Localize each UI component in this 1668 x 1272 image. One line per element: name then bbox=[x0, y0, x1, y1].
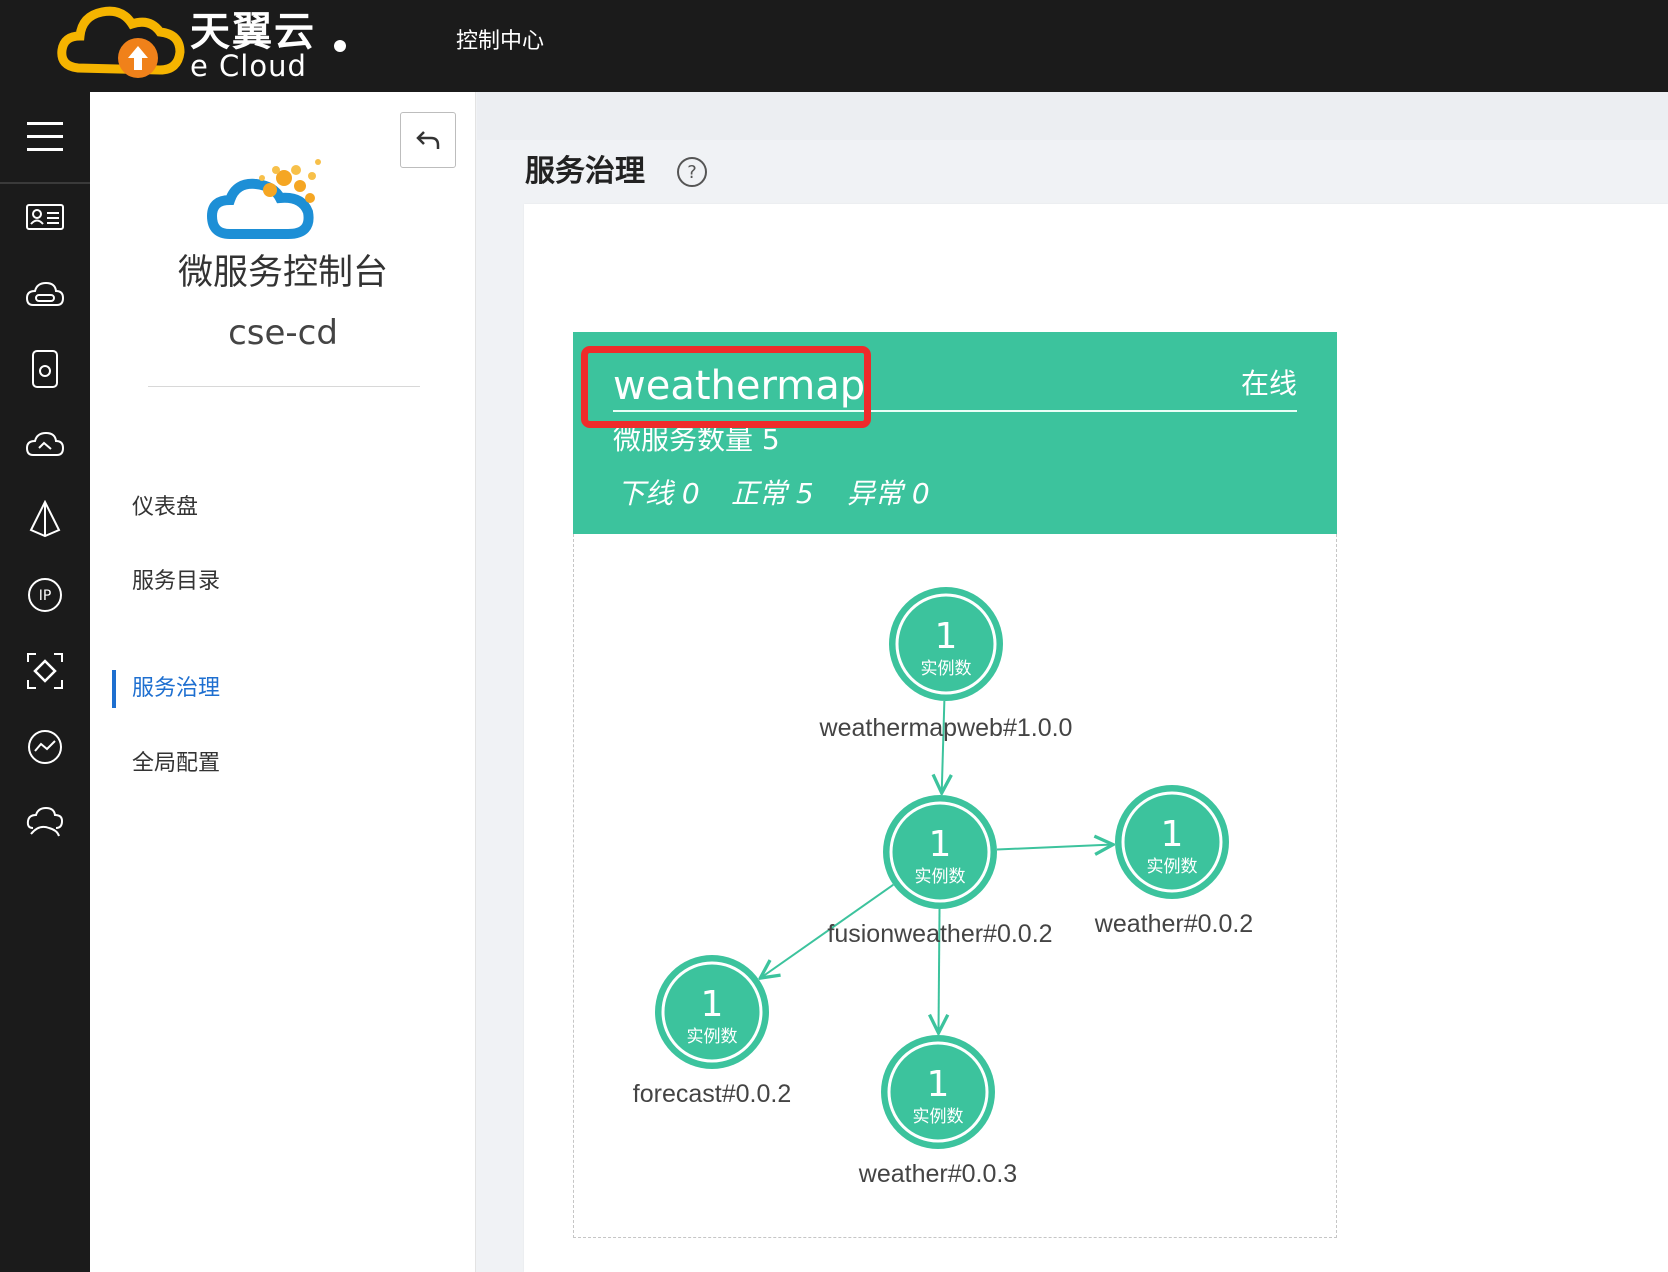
service-name-label: weather#0.0.2 bbox=[1094, 910, 1253, 938]
instance-count-label: 实例数 bbox=[915, 867, 966, 887]
back-button[interactable] bbox=[400, 112, 456, 168]
cloud-server-icon[interactable] bbox=[18, 267, 72, 321]
menu-button[interactable] bbox=[0, 92, 90, 184]
brand-dot bbox=[334, 40, 346, 52]
nav-item-global-config[interactable]: 全局配置 bbox=[132, 751, 221, 776]
instance-count-label: 实例数 bbox=[921, 659, 972, 679]
cloud-backup-icon[interactable] bbox=[18, 417, 72, 471]
node-circle bbox=[889, 587, 1003, 701]
instance-count: 1 bbox=[701, 984, 724, 1025]
storage-icon[interactable] bbox=[18, 342, 72, 396]
network-icon[interactable] bbox=[18, 492, 72, 546]
service-name-label: fusionweather#0.0.2 bbox=[827, 920, 1052, 948]
instance-count: 1 bbox=[935, 616, 958, 657]
microservice-count: 微服务数量 5 bbox=[613, 423, 780, 456]
monitor-icon[interactable] bbox=[18, 720, 72, 774]
service-name-label: weather#0.0.3 bbox=[858, 1160, 1017, 1188]
help-icon[interactable]: ? bbox=[676, 156, 708, 188]
brand-name: 天翼云 bbox=[190, 9, 316, 55]
service-name-label: weathermapweb#1.0.0 bbox=[819, 714, 1073, 742]
menu-icon bbox=[27, 122, 63, 151]
page-title: 服务治理 bbox=[525, 154, 645, 189]
console-link[interactable]: 控制中心 bbox=[456, 29, 545, 54]
topology-svg: 1实例数weathermapweb#1.0.01实例数fusionweather… bbox=[633, 587, 1253, 1188]
cloud-hand-icon[interactable] bbox=[18, 796, 72, 850]
node-ring bbox=[1121, 791, 1223, 893]
node-circle bbox=[881, 1035, 995, 1149]
return-arrow-icon bbox=[416, 131, 440, 149]
instance-count: 1 bbox=[927, 1064, 950, 1105]
edge-weathermapweb-fusionweather bbox=[942, 700, 945, 793]
header-underline bbox=[613, 410, 1297, 412]
active-indicator bbox=[112, 670, 116, 708]
instance-count: 1 bbox=[1161, 814, 1184, 855]
service-name-label: forecast#0.0.2 bbox=[633, 1080, 791, 1108]
edge-fusionweather-weather003 bbox=[938, 908, 939, 1033]
node-ring bbox=[661, 961, 763, 1063]
nav-item-dashboard[interactable]: 仪表盘 bbox=[132, 495, 199, 520]
instance-count-label: 实例数 bbox=[687, 1027, 738, 1047]
ecloud-logo-icon[interactable] bbox=[56, 2, 186, 86]
nav-item-service-catalog[interactable]: 服务目录 bbox=[132, 569, 221, 594]
node-ring bbox=[895, 593, 997, 695]
svg-text:?: ? bbox=[687, 162, 697, 183]
edge-fusionweather-weather002 bbox=[996, 845, 1113, 850]
stat-offline: 下线 0 bbox=[617, 477, 700, 510]
node-circle bbox=[655, 955, 769, 1069]
sidebar-panel: 微服务控制台 cse-cd 仪表盘 服务目录 服务治理 全局配置 bbox=[90, 92, 476, 1272]
tenant-name: cse-cd bbox=[228, 313, 338, 353]
stat-abnormal: 异常 0 bbox=[847, 477, 930, 510]
id-card-icon[interactable] bbox=[18, 190, 72, 244]
icon-rail: IP bbox=[0, 92, 90, 1272]
divider bbox=[148, 386, 420, 387]
instance-count-label: 实例数 bbox=[1147, 857, 1198, 877]
ip-icon[interactable]: IP bbox=[18, 568, 72, 622]
node-circle bbox=[883, 795, 997, 909]
application-header: weathermap 在线 微服务数量 5 下线 0 正常 5 异常 0 bbox=[573, 332, 1337, 534]
console-title: 微服务控制台 bbox=[177, 253, 388, 293]
svg-text:IP: IP bbox=[39, 588, 52, 604]
brand-name-en: e Cloud bbox=[190, 49, 307, 83]
node-ring bbox=[889, 801, 991, 903]
microservice-logo-icon bbox=[206, 159, 321, 239]
highlight-annotation bbox=[581, 346, 871, 428]
instance-count-label: 实例数 bbox=[913, 1107, 964, 1127]
scan-icon[interactable] bbox=[18, 644, 72, 698]
node-ring bbox=[887, 1041, 989, 1143]
stat-normal: 正常 5 bbox=[731, 477, 814, 510]
main-header-strip bbox=[477, 92, 1668, 140]
top-bar: 天翼云 e Cloud 控制中心 bbox=[0, 0, 1668, 92]
application-name[interactable]: weathermap bbox=[613, 363, 866, 409]
instance-count: 1 bbox=[929, 824, 952, 865]
node-circle bbox=[1115, 785, 1229, 899]
nav-item-service-governance[interactable]: 服务治理 bbox=[132, 676, 221, 701]
edge-fusionweather-forecast bbox=[760, 883, 894, 978]
application-status: 在线 bbox=[1240, 367, 1297, 400]
